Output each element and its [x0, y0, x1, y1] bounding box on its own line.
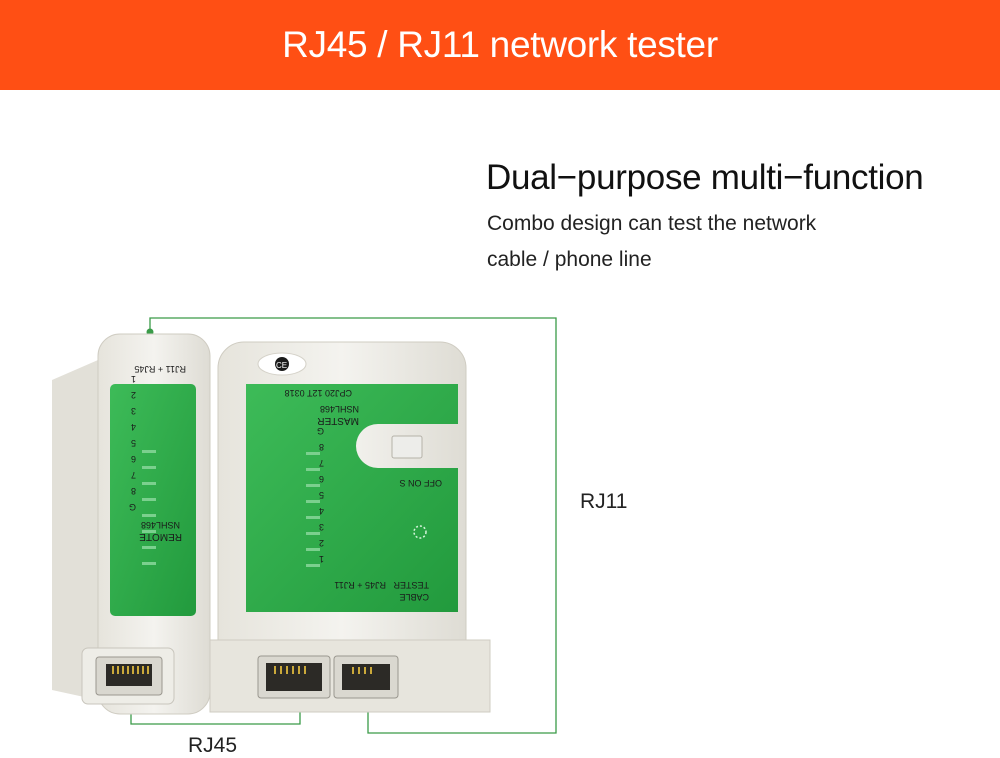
remote-pin-2: 2	[131, 390, 136, 400]
switch-label: OFF ON S	[400, 478, 443, 488]
master-pin-g: G	[317, 426, 324, 436]
ce-mark-icon	[275, 357, 289, 371]
subline-line-1: Combo design can test the network	[487, 212, 817, 235]
power-switch	[391, 435, 423, 459]
subline-line-2: cable / phone line	[487, 248, 652, 271]
headline: Dual−purpose multi−function	[486, 158, 924, 197]
remote-port-label: RJ11 + RJ45	[134, 364, 186, 374]
remote-pin-4: 4	[131, 422, 136, 432]
master-pin-8: 8	[319, 442, 324, 452]
callout-rj11: RJ11	[580, 490, 628, 513]
master-code: CPJ20 12T 0318	[285, 388, 352, 398]
callout-rj45: RJ45	[188, 734, 238, 757]
master-label-model: NSHL468	[320, 404, 359, 414]
remote-labels: REMOTE NSHL468 G 8 7 6 5 4 3 2 1 RJ11 + …	[129, 364, 186, 542]
remote-pin-1: 1	[131, 374, 136, 384]
master-panel	[246, 384, 458, 612]
remote-pin-5: 5	[131, 438, 136, 448]
master-labels: CABLE TESTER RJ45 + RJ11 1 2 3 4 5 6 7 8…	[285, 388, 442, 602]
master-pin-7: 7	[319, 458, 324, 468]
remote-pin-8: 8	[131, 486, 136, 496]
ce-mark-text: CE	[276, 361, 287, 370]
master-footer-1: CABLE	[399, 592, 429, 602]
master-label-name: MASTER	[317, 415, 359, 426]
master-pin-6: 6	[319, 474, 324, 484]
remote-label-model: NSHL468	[141, 520, 180, 530]
master-pin-5: 5	[319, 490, 324, 500]
remote-label-name: REMOTE	[139, 531, 182, 542]
subline: Combo design can test the network cable …	[487, 206, 907, 278]
master-pin-4: 4	[319, 506, 324, 516]
master-pin-2: 2	[319, 538, 324, 548]
remote-pin-g: G	[129, 502, 136, 512]
remote-pin-7: 7	[131, 470, 136, 480]
remote-unit	[52, 333, 211, 715]
header-banner: RJ45 / RJ11 network tester	[0, 0, 1000, 90]
master-pin-3: 3	[319, 522, 324, 532]
master-unit	[209, 341, 491, 713]
master-port-label: RJ45 + RJ11	[334, 580, 386, 590]
master-footer-2: TESTER	[393, 580, 429, 590]
banner-title: RJ45 / RJ11 network tester	[282, 24, 718, 65]
test-led-icon	[413, 525, 427, 539]
remote-pin-6: 6	[131, 454, 136, 464]
remote-pin-3: 3	[131, 406, 136, 416]
master-pin-1: 1	[319, 554, 324, 564]
